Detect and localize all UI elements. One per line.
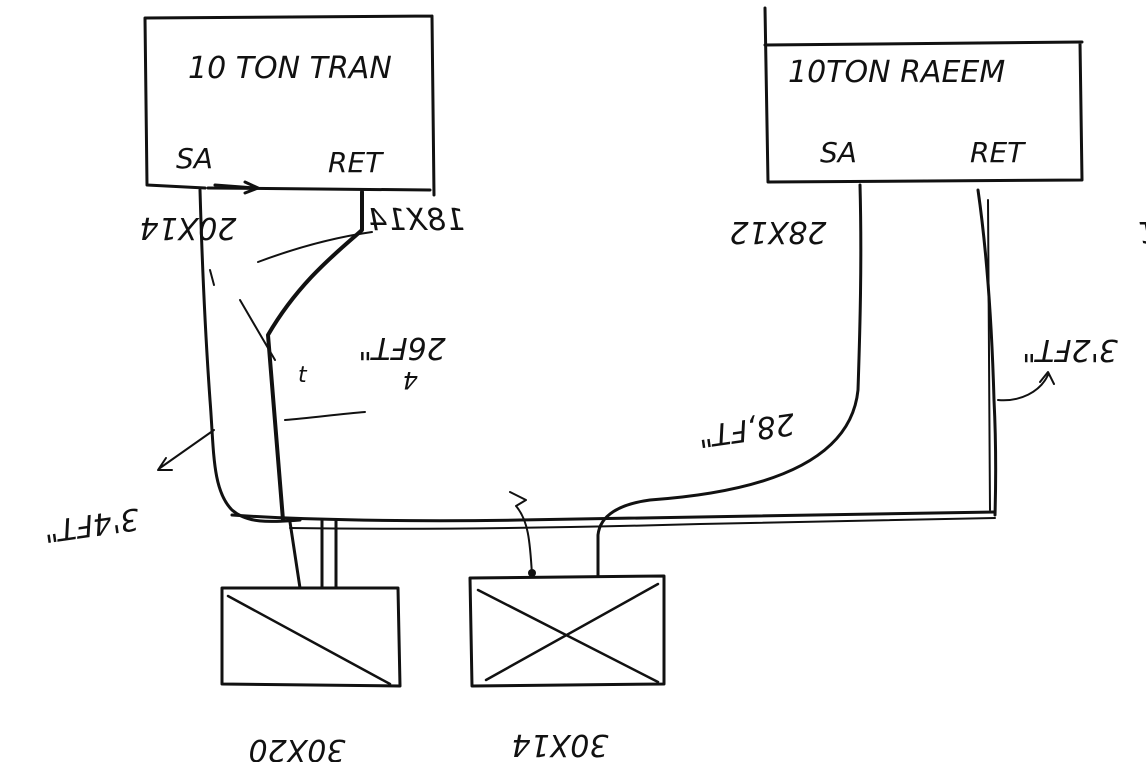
length-right-return: 3'2FT" — [1022, 332, 1118, 367]
length-labels: 3'4FT" 26FT" 28,FT" 3'2FT" — [41, 330, 1117, 548]
trane-return-label: RET — [328, 146, 384, 179]
duct-runs — [157, 183, 1055, 590]
length-center-diag: 26FT" — [358, 330, 446, 365]
size-trane-return: 18X14 — [368, 203, 465, 238]
drop-right-box — [509, 491, 533, 576]
rheem-return-duct — [976, 188, 998, 517]
tick-b: 4 — [403, 366, 418, 394]
size-box-left: 30X20 — [249, 732, 346, 762]
trane-unit-box — [143, 14, 436, 197]
trane-unit: 10 TON TRAN SA RET — [143, 14, 436, 197]
drops-left-box — [288, 518, 338, 590]
rheem-unit: 10TON RAEEM SA RET — [763, 6, 1084, 184]
size-labels: 20X14 18X14 28X12 16X14 30X20 30X14 — [140, 203, 1146, 762]
trunk-duct-bottom — [289, 517, 996, 530]
tick-annotations: t 4 — [298, 363, 418, 394]
trane-unit-label: 10 TON TRAN — [188, 51, 392, 86]
rheem-return-label: RET — [970, 136, 1026, 169]
trane-supply-arrow — [213, 180, 260, 195]
box-left — [220, 586, 402, 688]
size-box-right: 30X14 — [512, 727, 609, 762]
rheem-unit-label: 10TON RAEEM — [788, 55, 1005, 90]
rheem-unit-box — [763, 6, 1084, 184]
length-left-outer: 3'4FT" — [41, 500, 141, 548]
length-center-mid: 28,FT" — [696, 405, 797, 453]
trane-return-duct — [266, 190, 364, 522]
size-trane-supply: 20X14 — [140, 210, 237, 245]
tick-a: t — [298, 363, 308, 388]
rheem-supply-label: SA — [820, 136, 857, 169]
size-rheem-supply: 28X12 — [730, 214, 827, 249]
size-rheem-return: 16X14 — [1138, 214, 1146, 249]
rheem-supply-duct — [596, 183, 863, 577]
box-right — [468, 574, 666, 688]
trane-supply-label: SA — [176, 142, 213, 175]
